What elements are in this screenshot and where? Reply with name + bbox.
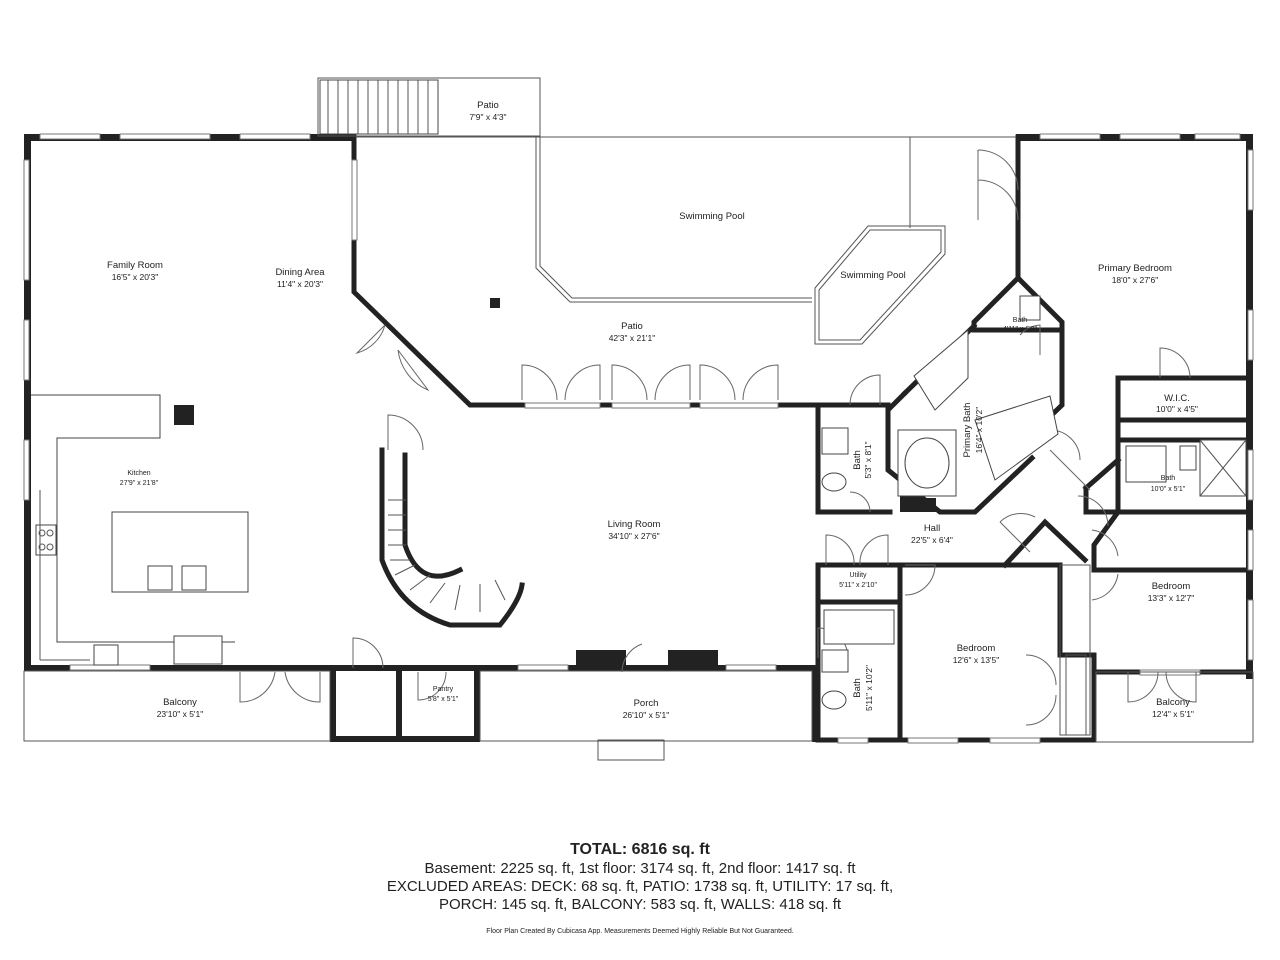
label-living-room: Living Room <box>608 519 661 530</box>
bath-fixtures <box>821 295 1247 710</box>
label-patio-main: Patio <box>621 321 643 332</box>
dims-kitchen: 27'9" x 21'8" <box>120 480 159 487</box>
dims-dining-area: 11'4" x 20'3" <box>277 279 323 289</box>
dims-family-room: 16'5" x 20'3" <box>112 272 159 282</box>
dims-utility: 5'11" x 2'10" <box>839 582 877 589</box>
label-dining-area: Dining Area <box>275 267 325 278</box>
label-kitchen: Kitchen <box>127 470 150 477</box>
label-bath-mid: Bath <box>852 450 863 470</box>
dims-balcony-left: 23'10" x 5'1" <box>157 709 204 719</box>
doors <box>239 149 1197 726</box>
dims-living-room: 34'10" x 27'6" <box>608 531 659 541</box>
floor-plan: Patio 7'9" x 4'3" Family Room 16'5" x 20… <box>23 77 1254 761</box>
staircase <box>379 447 525 628</box>
label-balcony-right: Balcony <box>1156 697 1190 708</box>
label-family-room: Family Room <box>107 260 163 271</box>
credit-note: Floor Plan Created By Cubicasa App. Meas… <box>486 928 794 935</box>
dims-hall: 22'5" x 6'4" <box>911 535 953 545</box>
dims-bath-right: 10'0" x 5'1" <box>1151 486 1186 493</box>
label-bath-right: Bath <box>1161 475 1176 482</box>
outdoor-outlines <box>23 77 1254 761</box>
dims-bedroom-mid: 12'6" x 13'5" <box>953 655 1000 665</box>
label-bedroom-right: Bedroom <box>1152 581 1191 592</box>
dims-wic: 10'0" x 4'5" <box>1156 404 1198 414</box>
label-patio-top: Patio <box>477 100 499 111</box>
label-swimming-pool-1: Swimming Pool <box>679 211 744 222</box>
area-line-floors: Basement: 2225 sq. ft, 1st floor: 3174 s… <box>424 860 856 877</box>
dims-primary-bedroom: 18'0" x 27'6" <box>1112 275 1159 285</box>
label-bedroom-mid: Bedroom <box>957 643 996 654</box>
dims-bath-small: 4'11" x 6'3" <box>1003 326 1037 333</box>
kitchen-fixtures <box>31 394 249 666</box>
label-bath-small: Bath <box>1013 317 1028 324</box>
room-labels: Patio 7'9" x 4'3" Family Room 16'5" x 20… <box>107 100 1198 720</box>
dims-pantry: 5'8" x 5'1" <box>428 696 459 703</box>
area-line-excluded: EXCLUDED AREAS: DECK: 68 sq. ft, PATIO: … <box>386 878 894 895</box>
label-swimming-pool-2: Swimming Pool <box>840 270 905 281</box>
dims-bedroom-right: 13'3" x 12'7" <box>1148 593 1195 603</box>
dims-patio-top: 7'9" x 4'3" <box>469 112 506 122</box>
label-pantry: Pantry <box>433 686 454 693</box>
dims-patio-main: 42'3" x 21'1" <box>609 333 656 343</box>
label-porch: Porch <box>634 698 659 709</box>
area-line-excluded-cont: PORCH: 145 sq. ft, BALCONY: 583 sq. ft, … <box>438 896 842 913</box>
label-bath-lower: Bath <box>852 678 863 698</box>
total-area: TOTAL: 6816 sq. ft <box>570 841 710 858</box>
dims-bath-mid: 5'3" x 8'1" <box>863 441 873 478</box>
area-summary: TOTAL: 6816 sq. ft Basement: 2225 sq. ft… <box>0 840 1280 935</box>
label-utility: Utility <box>849 572 867 579</box>
label-wic: W.I.C. <box>1164 393 1190 404</box>
dims-primary-bath: 16'4" x 10'2" <box>974 407 984 454</box>
label-hall: Hall <box>924 523 940 534</box>
dims-balcony-right: 12'4" x 5'1" <box>1152 709 1194 719</box>
label-primary-bath: Primary Bath <box>962 403 973 458</box>
stairs-top <box>327 80 429 134</box>
dims-porch: 26'10" x 5'1" <box>623 710 670 720</box>
dims-bath-lower: 5'11" x 10'2" <box>864 665 874 711</box>
label-primary-bedroom: Primary Bedroom <box>1098 263 1172 274</box>
label-balcony-left: Balcony <box>163 697 197 708</box>
